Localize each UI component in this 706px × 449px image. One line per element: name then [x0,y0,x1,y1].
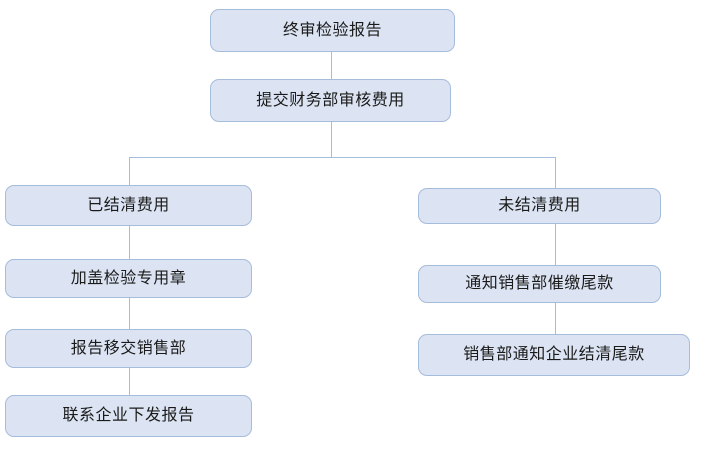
connector-n2-split [331,122,332,158]
connector-n3-n5 [129,226,130,259]
connector-n6-n8 [555,303,556,334]
connector-n1-n2 [331,52,332,80]
connector-n5-n7 [129,298,130,329]
flow-node-affix-inspection-seal[interactable]: 加盖检验专用章 [5,259,252,298]
connector-n4-n6 [555,224,556,265]
flow-node-fee-unsettled[interactable]: 未结清费用 [418,188,661,224]
flow-node-notify-sales-collect-balance[interactable]: 通知销售部催缴尾款 [418,265,661,303]
connector-split-bus [129,157,556,158]
flow-node-sales-notify-enterprise-settle[interactable]: 销售部通知企业结清尾款 [418,334,690,376]
connector-n7-n9 [129,368,130,395]
connector-split-to-n4 [555,157,556,188]
flow-node-contact-enterprise-issue-report[interactable]: 联系企业下发报告 [5,395,252,437]
flow-node-submit-finance-review-fee[interactable]: 提交财务部审核费用 [210,79,451,122]
flow-node-final-inspection-report[interactable]: 终审检验报告 [210,9,455,52]
flow-node-fee-settled[interactable]: 已结清费用 [5,185,252,226]
connector-split-to-n3 [129,157,130,185]
flow-node-report-transfer-to-sales[interactable]: 报告移交销售部 [5,329,252,368]
